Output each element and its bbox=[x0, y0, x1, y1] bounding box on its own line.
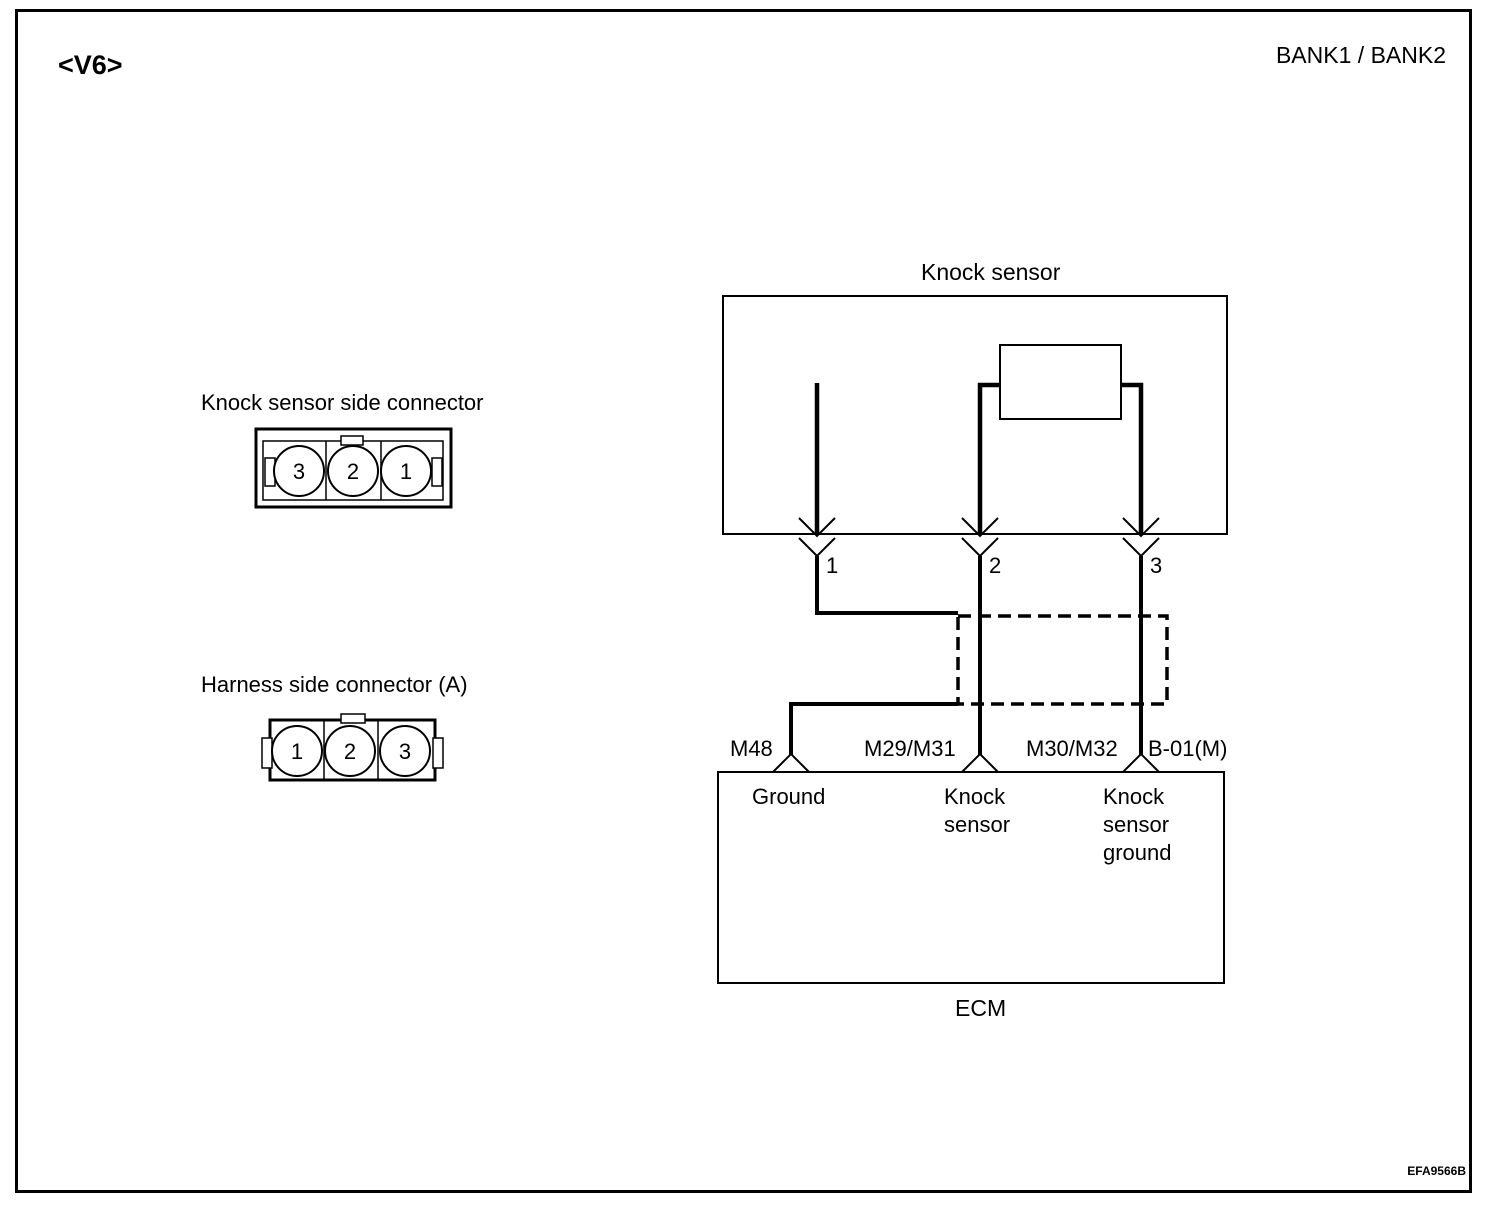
ecm-box bbox=[717, 771, 1225, 984]
figure-id: EFA9566B bbox=[1407, 1164, 1466, 1178]
knock-sensor-title: Knock sensor bbox=[921, 259, 1061, 285]
harness-side-connector: 1 2 3 bbox=[261, 713, 444, 782]
ecm-pin-m30-m32: M30/M32 bbox=[1026, 736, 1118, 761]
harness-side-connector-label: Harness side connector (A) bbox=[201, 672, 468, 697]
sensor-wire-pin-1: 1 bbox=[826, 553, 838, 578]
external-wiring bbox=[789, 556, 1143, 755]
diagram-frame bbox=[15, 9, 1472, 1193]
variant-title: <V6> bbox=[58, 50, 123, 80]
harness-pin-1-label: 1 bbox=[291, 739, 303, 764]
sensor-pin-3-label: 3 bbox=[293, 459, 305, 484]
shield-dashed-box bbox=[956, 614, 1169, 706]
harness-pin-3-label: 3 bbox=[399, 739, 411, 764]
sensor-wire-pin-2: 2 bbox=[989, 553, 1001, 578]
ecm-ground-label: Ground bbox=[752, 784, 826, 809]
ecm-knock-sensor-ground-label: Knock sensor ground bbox=[1103, 784, 1172, 865]
harness-pin-3 bbox=[379, 725, 431, 777]
ecm-connector-b01m: B-01(M) bbox=[1148, 736, 1228, 761]
bank-label: BANK1 / BANK2 bbox=[1275, 42, 1446, 68]
piezo-element bbox=[999, 344, 1122, 420]
harness-pin-2-label: 2 bbox=[344, 739, 356, 764]
sensor-pin-1-label: 1 bbox=[400, 459, 412, 484]
sensor-pin-2 bbox=[327, 445, 379, 497]
sensor-pin-3 bbox=[273, 445, 325, 497]
sensor-side-connector-label: Knock sensor side connector bbox=[201, 390, 484, 415]
ecm-title: ECM bbox=[955, 995, 1007, 1021]
harness-pin-2 bbox=[324, 725, 376, 777]
ecm-connector-arrows bbox=[772, 752, 1160, 773]
knock-sensor-box bbox=[722, 295, 1228, 535]
sensor-pin-1 bbox=[380, 445, 432, 497]
sensor-pin-2-label: 2 bbox=[347, 459, 359, 484]
sensor-side-connector: 3 2 1 bbox=[254, 427, 453, 509]
ecm-pin-m29-m31: M29/M31 bbox=[864, 736, 956, 761]
sensor-wire-pin-3: 3 bbox=[1150, 553, 1162, 578]
harness-pin-1 bbox=[271, 725, 323, 777]
ecm-pin-m48: M48 bbox=[730, 736, 773, 761]
ecm-knock-sensor-label: Knock sensor bbox=[944, 784, 1011, 837]
sensor-internal-wiring bbox=[814, 382, 1144, 534]
